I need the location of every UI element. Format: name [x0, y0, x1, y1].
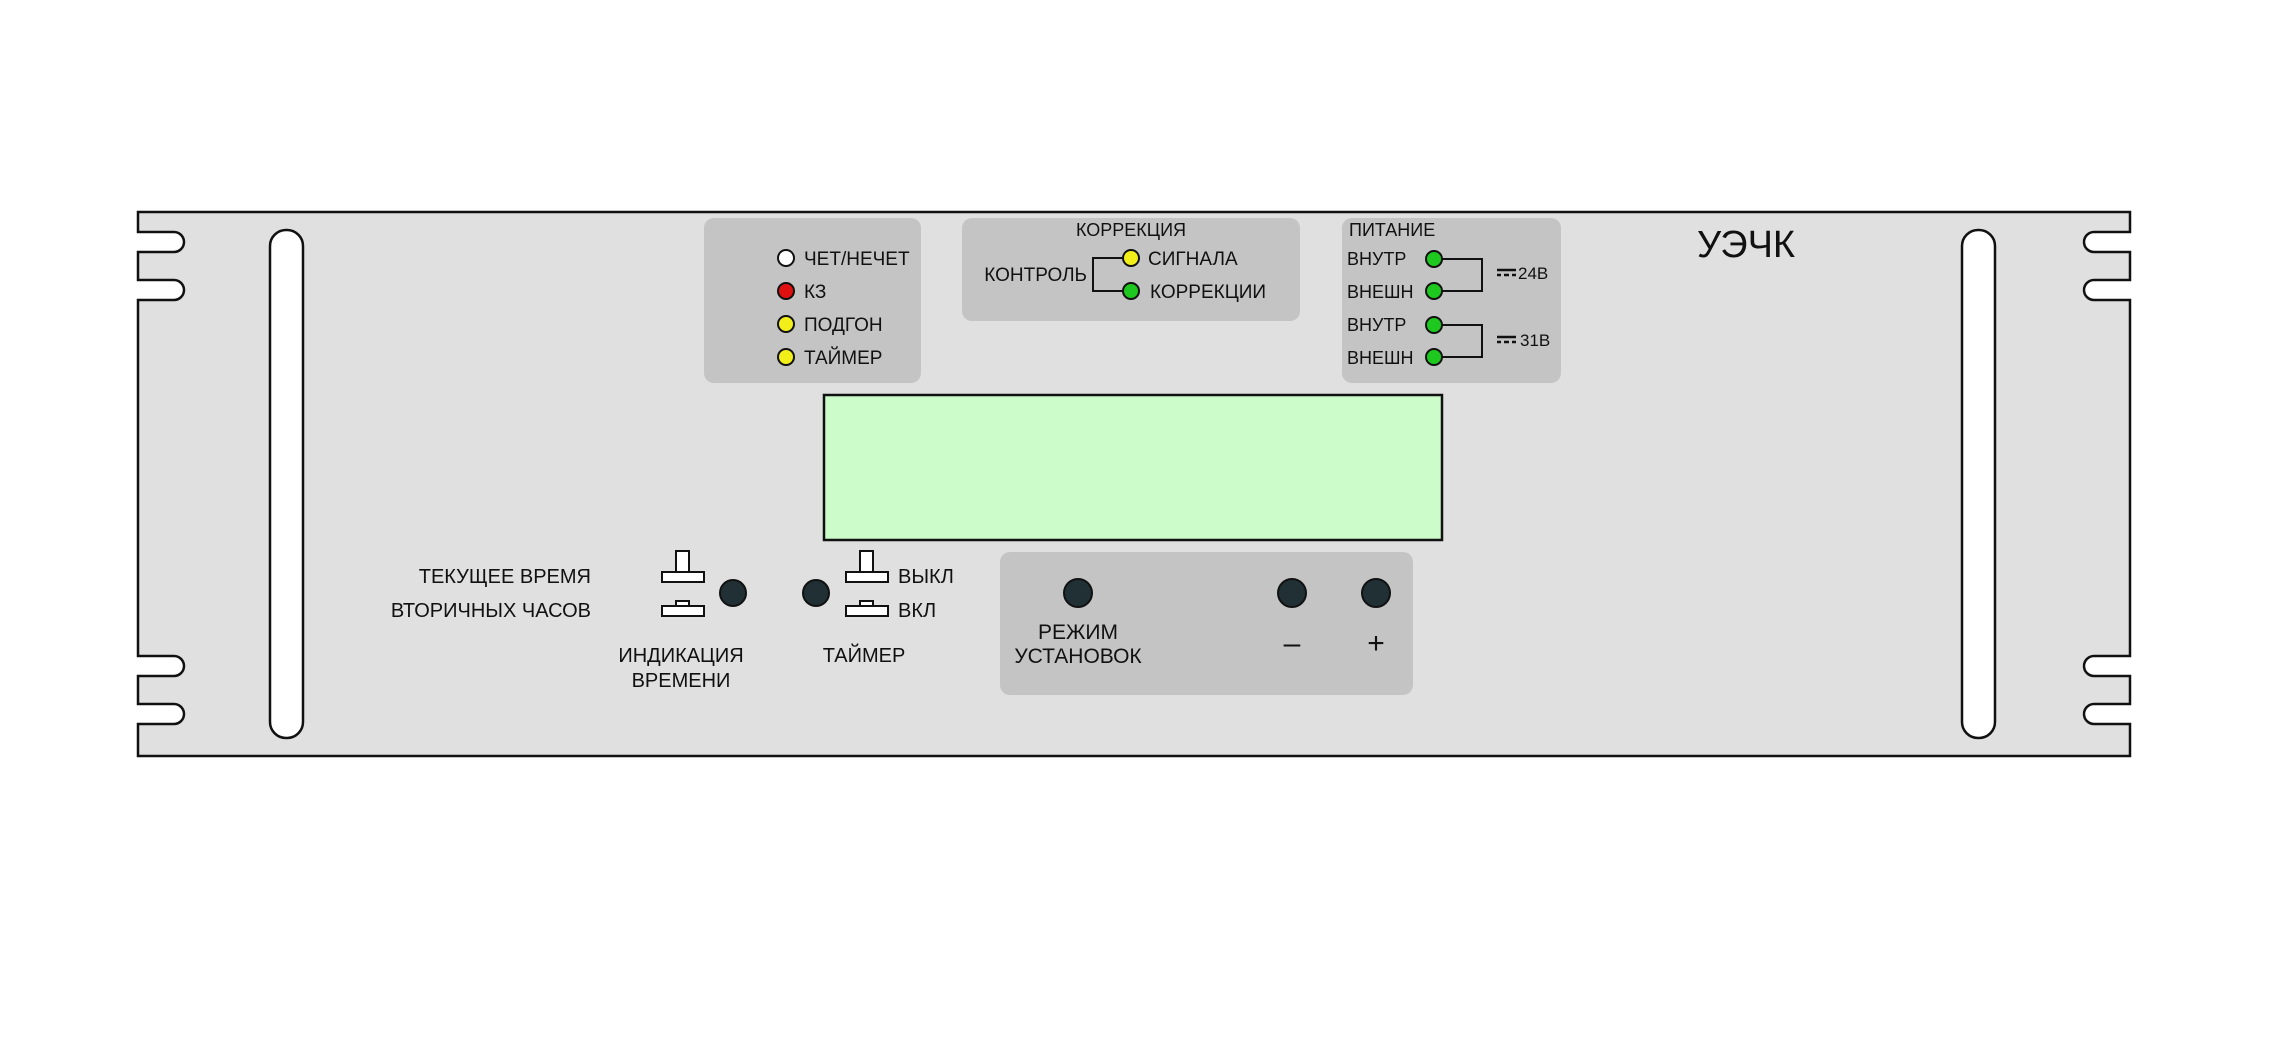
correction-title: КОРРЕКЦИЯ [1076, 220, 1186, 240]
power-source-label: ВНЕШН [1347, 282, 1414, 302]
plus-button[interactable] [1361, 578, 1391, 608]
right-handle[interactable] [1960, 228, 1997, 740]
timer-caption: ТАЙМЕР [823, 643, 906, 667]
led-indicator [777, 249, 795, 267]
status-label: КЗ [804, 282, 826, 303]
power-source-label: ВНУТР [1347, 249, 1406, 269]
led-indicator [1122, 249, 1140, 267]
time-indication-button[interactable] [719, 579, 747, 607]
led-indicator [1425, 348, 1443, 366]
time-indication-toggle-switch[interactable] [661, 550, 705, 617]
status-row: ЧЕТ/НЕЧЕТ [777, 249, 910, 270]
correction-panel [962, 218, 1300, 321]
timer-toggle-switch[interactable] [845, 550, 889, 617]
correction-label: КОРРЕКЦИИ [1150, 282, 1266, 303]
status-label: ЧЕТ/НЕЧЕТ [804, 249, 910, 270]
voltage-label: 24В [1518, 264, 1548, 283]
settings-panel [1000, 552, 1413, 695]
status-panel [704, 218, 921, 383]
left-handle[interactable] [268, 228, 305, 740]
timer-off-label: ВЫКЛ [898, 566, 954, 588]
device-name: УЭЧК [1697, 224, 1795, 266]
time-indication-line1: ТЕКУЩЕЕ ВРЕМЯ [419, 566, 591, 588]
led-indicator [1425, 282, 1443, 300]
dc-symbol-icon [1497, 335, 1516, 344]
dc-symbol-icon [1497, 268, 1516, 277]
led-indicator [777, 348, 795, 366]
power-source-label: ВНУТР [1347, 315, 1406, 335]
status-label: ПОДГОН [804, 315, 883, 336]
power-source-label: ВНЕШН [1347, 348, 1414, 368]
status-row: ПОДГОН [777, 315, 883, 336]
minus-label: – [1284, 627, 1301, 660]
power-title: ПИТАНИЕ [1349, 220, 1435, 240]
power-bracket [1442, 258, 1483, 292]
correction-bracket [1092, 257, 1131, 292]
led-indicator [1425, 250, 1443, 268]
correction-label: СИГНАЛА [1148, 249, 1238, 270]
settings-mode-button[interactable] [1063, 578, 1093, 608]
status-label: ТАЙМЕР [804, 347, 882, 369]
led-indicator [1425, 316, 1443, 334]
status-row: ТАЙМЕР [777, 347, 882, 369]
led-indicator [777, 282, 795, 300]
voltage-label: 31В [1520, 331, 1550, 350]
control-label: КОНТРОЛЬ [984, 265, 1087, 286]
status-row: КЗ [777, 282, 826, 303]
timer-button[interactable] [802, 579, 830, 607]
time-indication-line2: ВТОРИЧНЫХ ЧАСОВ [391, 600, 591, 622]
plus-label: + [1367, 627, 1385, 660]
led-indicator [777, 315, 795, 333]
time-indication-caption-line1: ИНДИКАЦИЯ [618, 645, 743, 667]
minus-button[interactable] [1277, 578, 1307, 608]
settings-mode-line2: УСТАНОВОК [1014, 645, 1142, 668]
settings-mode-line1: РЕЖИМ [1038, 621, 1118, 644]
power-bracket [1442, 324, 1483, 358]
time-indication-caption-line2: ВРЕМЕНИ [632, 670, 731, 692]
timer-on-label: ВКЛ [898, 600, 936, 622]
led-indicator [1122, 282, 1140, 300]
lcd-display [822, 393, 1444, 542]
